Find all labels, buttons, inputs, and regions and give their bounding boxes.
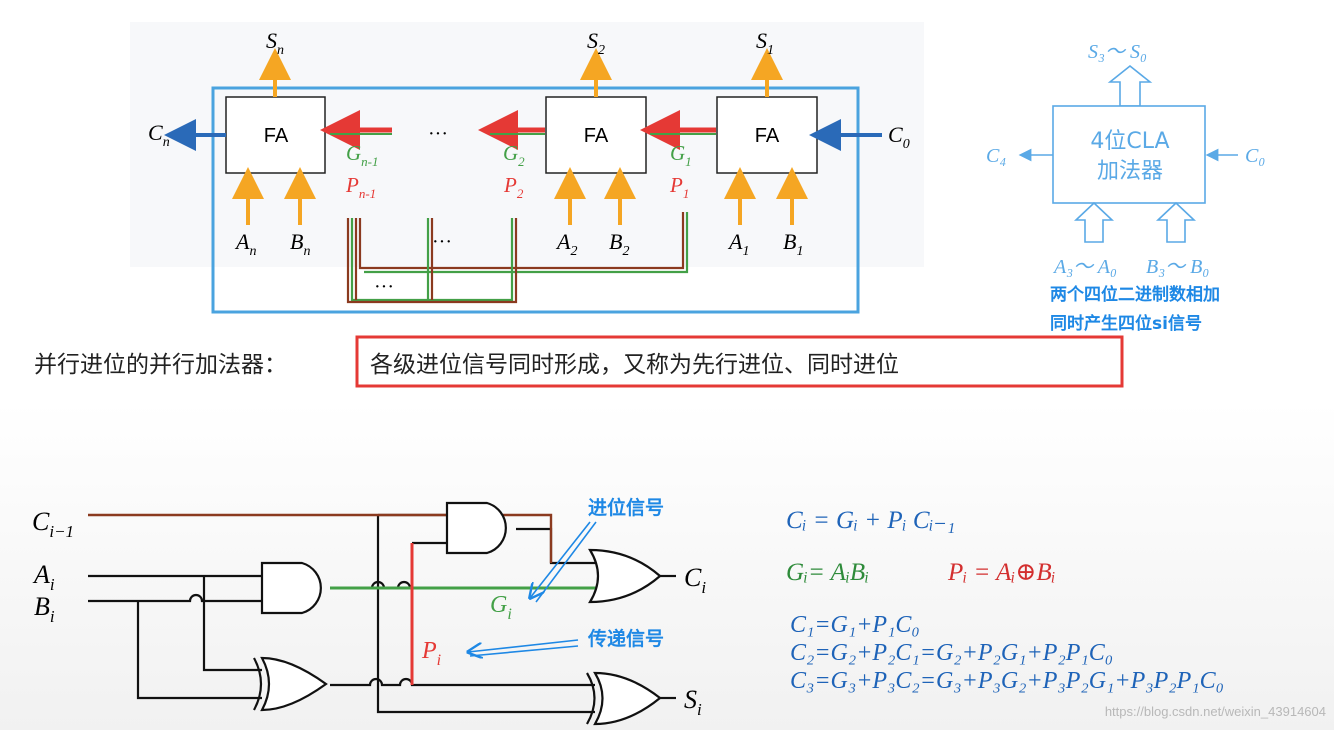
fa-label-n: FA	[264, 125, 289, 147]
ci1-wire	[88, 513, 553, 563]
ellipsis-top: ···	[428, 123, 448, 145]
ellipsis-bottom: ···	[374, 276, 394, 298]
xor-gate-s	[593, 671, 662, 726]
caption-lead: 并行进位的并行加法器：	[34, 352, 287, 378]
or-gate-c	[588, 548, 662, 604]
carry-note-arrow	[530, 521, 591, 598]
gi-label: Gi	[490, 592, 512, 623]
cla-note-2: 同时产生四位si信号	[1050, 313, 1202, 334]
transfer-note-arrow	[468, 639, 579, 652]
formula-propagate: Pᵢ = Aᵢ⊕Bᵢ	[947, 559, 1056, 586]
formula-carry: Cᵢ = Gᵢ + Pᵢ Cᵢ₋₁	[786, 507, 955, 534]
ripple-carry-diagram: FA FA FA Sn S2 S1 Cn C0 ··· Gn-1 Pn-1 G2…	[130, 22, 924, 314]
adder-frame	[211, 86, 860, 314]
ellipsis-mid: ···	[432, 231, 452, 253]
carry-signal-note: 进位信号	[588, 496, 664, 519]
formula-generate: Gᵢ= AᵢBᵢ	[786, 559, 869, 586]
fa-box-n	[225, 96, 326, 174]
caption-boxed: 各级进位信号同时形成，又称为先行进位、同时进位	[370, 352, 899, 378]
fa-label-2: FA	[584, 125, 609, 147]
transfer-signal-note: 传递信号	[587, 627, 664, 650]
ai-label: Ai	[32, 560, 55, 594]
full-adder-circuit: Ci−1 Ai Bi Ci Si Gi Pi 进位信号 传递信号	[32, 496, 706, 726]
ci1-label: Ci−1	[32, 507, 74, 541]
lookahead-wiring	[346, 212, 689, 304]
circuit-wires	[88, 513, 598, 714]
c4-label: C₄	[986, 145, 1006, 167]
cla-title-1: 4位CLA	[1090, 129, 1169, 154]
cla-output-label: S₃～ S₀	[1088, 41, 1147, 63]
si-label: Si	[684, 685, 702, 719]
watermark: https://blog.csdn.net/weixin_43914604	[1105, 704, 1326, 719]
caption-highlight-box	[355, 335, 1124, 388]
fa-label-1: FA	[755, 125, 780, 147]
input-arrows	[232, 167, 808, 225]
cla-note-1: 两个四位二进制数相加	[1050, 284, 1220, 305]
ci-label: Ci	[684, 563, 706, 597]
formulas: Cᵢ = Gᵢ + Pᵢ Cᵢ₋₁ Gᵢ= AᵢBᵢ Pᵢ = Aᵢ⊕Bᵢ C₁…	[786, 507, 1224, 694]
formula-c1: C₁=G₁+P₁C₀	[790, 612, 920, 638]
and-gate-g	[260, 561, 322, 615]
cla-title-2: 加法器	[1097, 159, 1163, 184]
pi-label: Pi	[421, 638, 441, 669]
cla-input-b-label: B₃～ B₀	[1146, 256, 1209, 278]
xor-gate-p	[260, 656, 328, 712]
cla-box	[1052, 105, 1206, 204]
cla-input-a-label: A₃～ A₀	[1052, 256, 1117, 278]
formula-c3: C₃=G₃+P₃C₂=G₃+P₃G₂+P₃P₂G₁+P₃P₂P₁C₀	[790, 668, 1224, 694]
formula-c2: C₂=G₂+P₂C₁=G₂+P₂G₁+P₂P₁C₀	[790, 640, 1113, 666]
c0-cla-label: C₀	[1245, 145, 1265, 167]
cla-input-b-arrow	[1155, 201, 1197, 243]
cla-input-a-arrow	[1073, 201, 1115, 243]
cla-output-arrow	[1107, 64, 1153, 107]
bi-label: Bi	[34, 592, 55, 626]
and-gate-carry	[445, 501, 507, 555]
cla-block: S₃～ S₀ 4位CLA 加法器 C₄ C₀ A₃～ A₀ B₃～ B₀ 两个四…	[986, 41, 1265, 334]
